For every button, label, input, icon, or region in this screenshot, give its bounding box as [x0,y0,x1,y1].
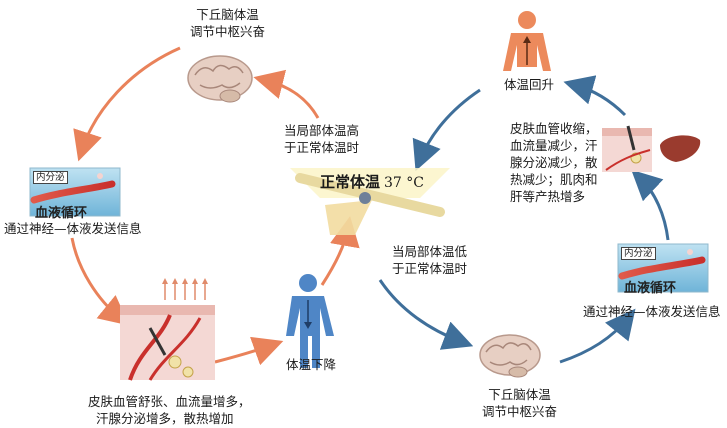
brain-bottom-icon [479,334,541,378]
arrow-body-up-to-center [412,88,481,172]
condition-low-line-2: 于正常体温时 [392,261,468,276]
skin-cooling-illustration [120,278,215,381]
effect-cool-line-2: 汗腺分泌增多，散热增加 [96,411,234,426]
arrow-circulation-to-skin-right [631,169,670,241]
effect-cool-line-1: 皮肤血管舒张、血流量增多， [88,394,251,409]
arrow-circulation-to-skin-left [70,237,130,326]
arrow-body-down-to-center [320,216,360,286]
panel-right-caption: 通过神经—体液发送信息 [583,304,721,319]
condition-low-label: 当局部体温低 于正常体温时 [392,243,467,277]
panel-right-title: 血液循环 [624,281,677,296]
arrow-brain-to-circulation-left [73,46,181,162]
center-label: 正常体温 [320,173,381,191]
body-temperature-down-figure [286,274,334,368]
effect-warm-line-4: 热减少；肌肉和 [510,172,598,187]
arrow-high-to-brain [253,69,320,119]
brain-bottom-line-2: 调节中枢兴奋 [482,404,558,419]
brain-top-line-1: 下丘脑体温 [196,7,259,22]
arrow-low-to-brain [378,279,474,350]
body-up-label: 体温回升 [504,77,555,92]
effect-warm-line-2: 血流量减少，汗 [510,138,598,153]
skin-warming-illustration [602,125,652,172]
liver-icon [660,135,701,162]
panel-left-title: 血液循环 [35,206,88,221]
arrow-skin-to-body-up [563,75,627,117]
brain-top-label: 下丘脑体温 调节中枢兴奋 [190,6,265,40]
body-down-label: 体温下降 [286,357,337,372]
brain-bottom-label: 下丘脑体温 调节中枢兴奋 [482,386,557,420]
condition-low-line-1: 当局部体温低 [392,244,468,259]
panel-right-tag: 内分泌 [621,247,656,260]
effect-cool-text: 皮肤血管舒张、血流量增多， 汗腺分泌增多，散热增加 [88,393,251,427]
brain-top-line-2: 调节中枢兴奋 [190,24,266,39]
set-point-balance [290,168,450,235]
panel-left-caption: 通过神经—体液发送信息 [4,221,142,236]
brain-top-icon [187,55,253,103]
arrow-brain-to-circulation-right [559,308,636,364]
body-temperature-up-figure [503,11,551,71]
condition-high-line-1: 当局部体温高 [284,123,360,138]
center-set-point-label: 正常体温 37 °C [320,174,424,192]
condition-high-label: 当局部体温高 于正常体温时 [284,122,359,156]
effect-warm-line-5: 肝等产热增多 [510,189,586,204]
condition-high-line-2: 于正常体温时 [284,140,360,155]
effect-warm-text: 皮肤血管收缩， 血流量减少，汗 腺分泌减少，散 热减少；肌肉和 肝等产热增多 [510,120,598,205]
brain-bottom-line-1: 下丘脑体温 [488,387,551,402]
panel-left-tag: 内分泌 [33,171,68,184]
effect-warm-line-3: 腺分泌减少，散 [510,155,598,170]
effect-warm-line-1: 皮肤血管收缩， [510,121,598,136]
center-value: 37 °C [384,175,424,191]
arrow-skin-to-body-down [214,336,284,366]
